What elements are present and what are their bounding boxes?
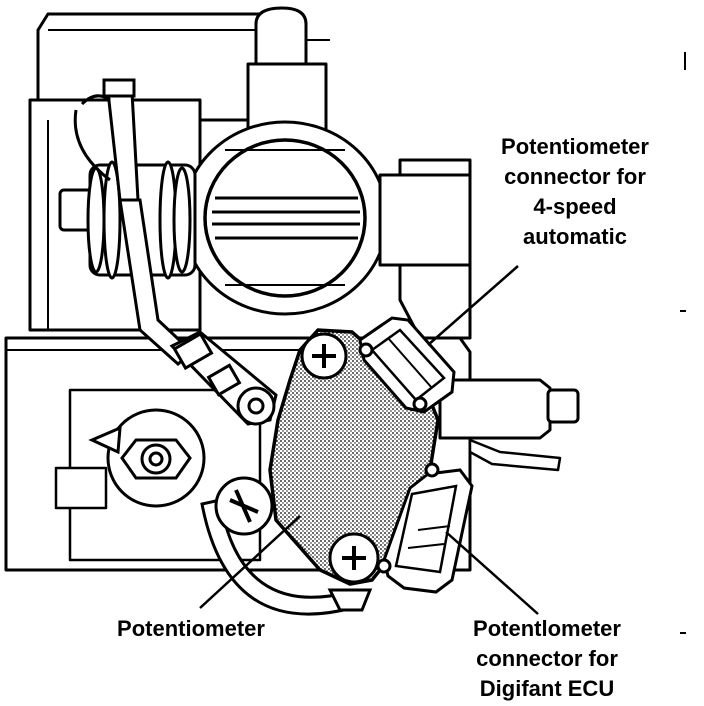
- margin-mark: [680, 310, 686, 312]
- vent-pipe: [254, 6, 308, 66]
- potentiometer-screws: [300, 332, 380, 584]
- margin-mark: [680, 632, 686, 634]
- label-line: Potentlometer: [473, 616, 621, 641]
- connector-automatic: [358, 316, 456, 414]
- label-line: connector for: [476, 646, 618, 671]
- label-line: automatic: [523, 224, 627, 249]
- label-connector-automatic: Potentiometer connector for 4-speed auto…: [470, 132, 680, 252]
- leader-lines: [199, 265, 539, 615]
- label-potentiometer: Potentiometer: [96, 614, 286, 644]
- mounting-bracket: [200, 476, 373, 616]
- label-line: Potentiometer: [117, 616, 265, 641]
- housing-boss: [54, 466, 108, 510]
- label-line: Digifant ECU: [479, 676, 615, 701]
- label-connector-ecu: Potentlometer connector for Digifant ECU: [432, 614, 662, 704]
- throttle-lever: [169, 330, 278, 426]
- linkage-assembly: [58, 78, 197, 366]
- label-line: Potentiometer: [501, 134, 649, 159]
- margin-mark: [684, 52, 686, 70]
- throttle-plate: [212, 149, 360, 286]
- throttle-bore-inner: [203, 138, 367, 298]
- label-line: 4-speed: [533, 194, 617, 219]
- connector-ecu: [376, 462, 474, 594]
- label-line: connector for: [504, 164, 646, 189]
- adjusting-nut: [88, 408, 206, 508]
- shaft-stub: [438, 378, 552, 440]
